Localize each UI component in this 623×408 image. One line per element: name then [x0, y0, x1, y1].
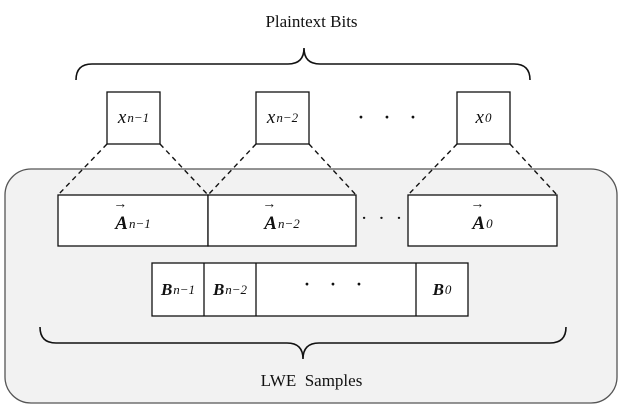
a-vector-box-n-2	[207, 194, 357, 247]
vector-arrow-icon: →	[262, 196, 277, 212]
lwe-samples-title: LWE Samples	[260, 371, 363, 390]
b-row-frame	[151, 262, 469, 317]
bit-box-x-n-2	[255, 91, 310, 145]
plaintext-brace	[75, 47, 531, 81]
vector-arrow-icon: →	[470, 196, 485, 212]
lwe-brace	[39, 326, 567, 360]
vector-arrow-icon: →	[113, 196, 128, 212]
projection-lines	[57, 143, 558, 196]
bit-box-x-n-1	[106, 91, 161, 145]
plaintext-ellipsis: · · ·	[357, 105, 423, 131]
bit-box-x-0	[456, 91, 511, 145]
a-vector-ellipsis: · · ·	[361, 207, 405, 229]
a-vector-box-0	[407, 194, 558, 247]
plaintext-bits-title: Plaintext Bits	[265, 12, 358, 31]
b-ellipsis: · · ·	[303, 273, 369, 298]
